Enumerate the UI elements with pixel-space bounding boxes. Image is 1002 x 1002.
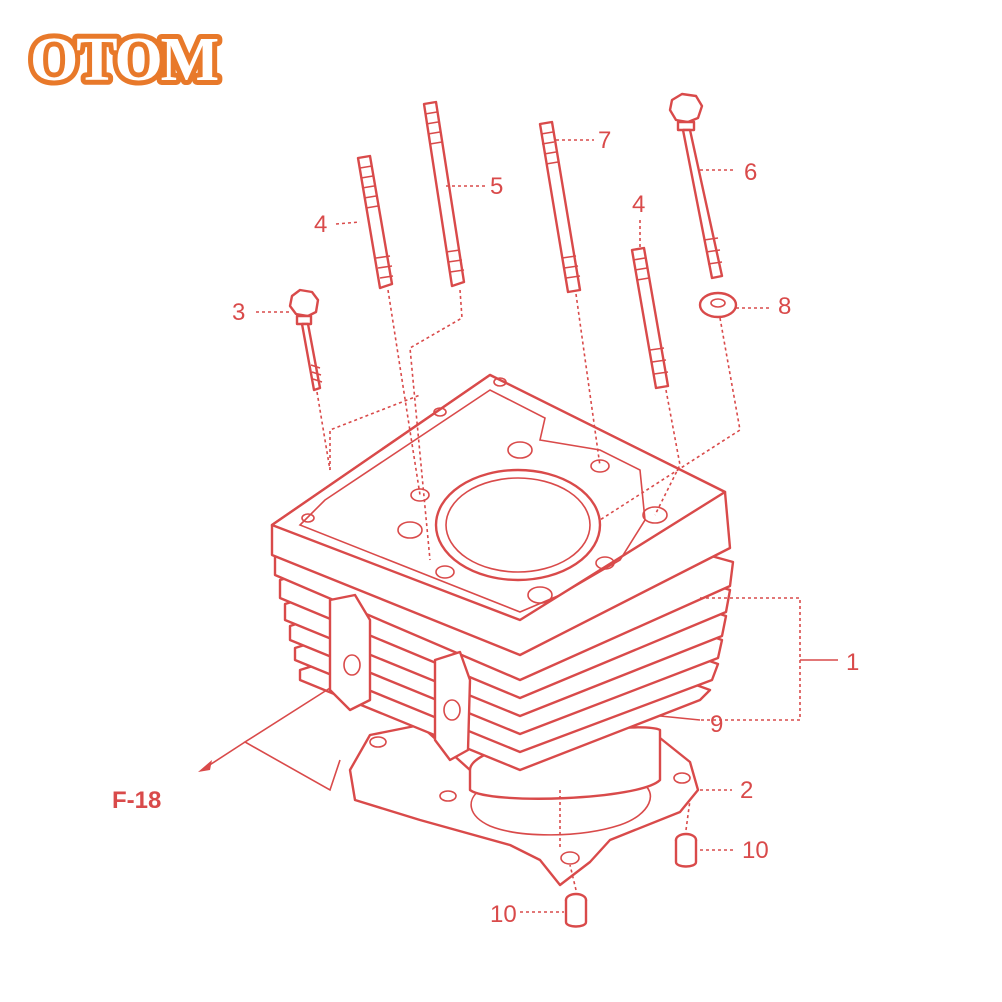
callout-1: 1 xyxy=(846,649,859,676)
leader-lines xyxy=(198,139,838,913)
callout-6: 6 xyxy=(744,159,757,186)
callout-5: 5 xyxy=(490,173,503,200)
callout-7: 7 xyxy=(598,127,611,154)
cylinder-top-deck xyxy=(270,373,732,657)
callout-3: 3 xyxy=(232,299,245,326)
cylinder-block xyxy=(270,373,735,887)
brand-logo: OTOM xyxy=(25,21,225,99)
washer-part-8 xyxy=(698,291,738,319)
dowel-part-10-bottom xyxy=(564,892,588,928)
callouts: 1 2 3 4 4 5 6 7 8 9 10 10 F-18 xyxy=(112,127,859,928)
callout-8: 8 xyxy=(778,293,791,320)
stud-part-7 xyxy=(538,120,582,294)
stud-part-4-left xyxy=(356,154,394,290)
assembly-guide-lines xyxy=(316,289,741,891)
callout-10-right: 10 xyxy=(742,837,769,864)
callout-4-left: 4 xyxy=(314,211,327,238)
bolt-part-6 xyxy=(668,92,724,280)
dowel-part-10-right xyxy=(674,832,698,868)
reference-label: F-18 xyxy=(112,787,161,814)
callout-2: 2 xyxy=(740,777,753,804)
stud-part-4-right xyxy=(630,246,670,390)
callout-10-bottom: 10 xyxy=(490,901,517,928)
mounting-tabs xyxy=(328,593,472,762)
callout-9: 9 xyxy=(710,711,723,738)
bolt-part-3 xyxy=(288,288,323,392)
stud-part-5 xyxy=(422,100,466,288)
callout-4-right: 4 xyxy=(632,191,645,218)
logo-text: OTOM xyxy=(30,26,218,94)
